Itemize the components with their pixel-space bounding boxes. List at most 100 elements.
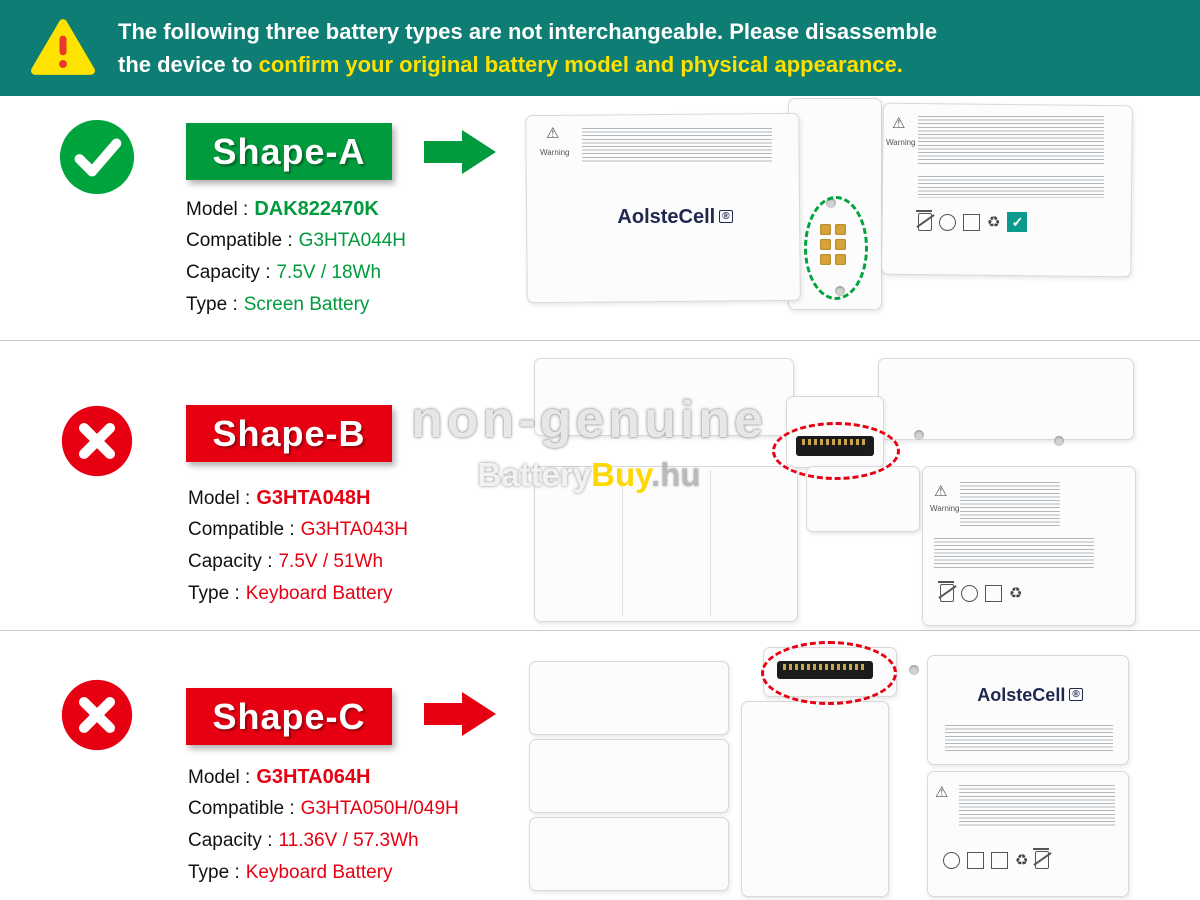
spec-compatible: Compatible :G3HTA043H (188, 519, 408, 543)
cert-square-icon (967, 851, 984, 869)
shape-a-specs: Model :DAK822470K Compatible :G3HTA044H … (186, 198, 406, 326)
connector-highlight-ellipse (761, 641, 897, 705)
spec-value: G3HTA064H (256, 766, 371, 788)
warning-label: Warning (930, 504, 960, 513)
spec-value: Screen Battery (243, 294, 370, 315)
banner-line1: The following three battery types are no… (118, 19, 938, 44)
spec-value: Keyboard Battery (245, 862, 393, 883)
shape-b-specs: Model :G3HTA048H Compatible :G3HTA043H C… (188, 487, 408, 615)
crossed-bin-icon (1033, 848, 1050, 869)
warning-label: Warning (886, 138, 916, 147)
spec-value: 11.36V / 57.3Wh (278, 830, 419, 851)
crossed-bin-icon (938, 581, 954, 602)
spec-label: Model : (186, 199, 249, 220)
spec-label: Compatible : (188, 519, 295, 540)
recycle-icon: ♻ (1009, 584, 1023, 602)
screw-hole (909, 665, 919, 675)
arrow-head (462, 130, 496, 174)
arrow-right-icon (424, 692, 498, 736)
battery-photo-shape-b: ⚠ Warning ♻ (530, 344, 1136, 628)
battery-top-right-cell (878, 358, 1134, 440)
spec-label: Model : (188, 488, 251, 509)
warning-banner: The following three battery types are no… (0, 0, 1200, 96)
spec-label: Type : (186, 294, 238, 315)
warning-triangle-icon: ⚠ (546, 125, 560, 142)
banner-line2-highlight: confirm your original battery model and … (258, 52, 903, 77)
spec-capacity: Capacity :7.5V / 51Wh (188, 551, 408, 575)
arrow-head (462, 692, 496, 736)
spec-value: G3HTA044H (298, 230, 407, 251)
spec-label: Type : (188, 862, 240, 883)
warning-triangle-icon: ⚠ (892, 115, 906, 132)
brand-name: AolsteCell (977, 685, 1066, 705)
spec-capacity: Capacity :11.36V / 57.3Wh (188, 830, 459, 854)
warning-label: Warning (540, 148, 570, 157)
warning-triangle-icon (30, 18, 96, 78)
spec-compatible: Compatible :G3HTA044H (186, 230, 406, 254)
spec-label: Capacity : (188, 551, 273, 572)
shape-c-label: Shape-C (186, 688, 392, 745)
brand-name: AolsteCell (617, 206, 716, 228)
spec-label: Type : (188, 583, 240, 604)
battery-brand-label: AolsteCell® (945, 685, 1115, 706)
registered-mark: ® (719, 210, 733, 223)
cross-circle-icon (60, 404, 134, 483)
certification-marks: ♻ ✓ (916, 210, 1028, 232)
section-divider (0, 340, 1200, 341)
registered-mark: ® (1069, 688, 1083, 701)
spec-value: G3HTA043H (300, 519, 409, 540)
spec-value: DAK822470K (254, 198, 379, 220)
spec-value: Keyboard Battery (245, 583, 393, 604)
battery-bottom-left-cell (534, 466, 798, 622)
check-glyph: ✓ (1011, 213, 1024, 230)
spec-label: Model : (188, 767, 251, 788)
spec-label: Compatible : (188, 798, 295, 819)
banner-line2-prefix: the device to (118, 52, 259, 77)
recycle-icon: ♻ (1015, 851, 1029, 869)
label-text-lines (918, 176, 1104, 198)
connector-highlight-ellipse (804, 196, 868, 300)
screw-hole (1054, 436, 1064, 446)
cert-square-icon (991, 851, 1008, 869)
cross-circle-icon (60, 678, 134, 757)
recycle-icon: ♻ (987, 213, 1001, 231)
cert-square-icon (963, 213, 980, 231)
battery-top-left-cell (534, 358, 794, 436)
spec-label: Compatible : (186, 230, 293, 251)
spec-type: Type :Screen Battery (186, 294, 406, 318)
cert-square-icon (985, 584, 1002, 602)
spec-value: G3HTA050H/049H (300, 798, 459, 819)
battery-middle-panel (741, 701, 889, 897)
spec-capacity: Capacity :7.5V / 18Wh (186, 262, 406, 286)
crossed-bin-icon (916, 210, 932, 231)
spec-label: Capacity : (186, 262, 271, 283)
battery-photo-shape-c: AolsteCell® ⚠ ♻ (525, 641, 1132, 898)
check-badge-icon: ✓ (1007, 212, 1028, 232)
certification-marks: ♻ (938, 581, 1023, 602)
spec-label: Capacity : (188, 830, 273, 851)
spec-compatible: Compatible :G3HTA050H/049H (188, 798, 459, 822)
warning-triangle-icon: ⚠ (934, 483, 948, 500)
label-text-lines (934, 538, 1094, 568)
arrow-right-icon (424, 130, 498, 174)
battery-stack-cell (529, 739, 729, 813)
spec-type: Type :Keyboard Battery (188, 583, 408, 607)
certification-marks: ♻ (943, 848, 1050, 869)
battery-stack-cell (529, 817, 729, 891)
spec-value: 7.5V / 51Wh (278, 551, 384, 572)
cert-circle-icon (939, 213, 956, 231)
spec-value: 7.5V / 18Wh (276, 262, 382, 283)
label-text-lines (582, 128, 772, 162)
cell-seam (622, 470, 623, 616)
battery-photo-shape-a: ⚠ Warning AolsteCell® ⚠ Warning ♻ ✓ (520, 98, 1133, 316)
arrow-shaft (424, 141, 464, 163)
label-text-lines (960, 482, 1060, 528)
shape-c-specs: Model :G3HTA064H Compatible :G3HTA050H/0… (188, 766, 459, 894)
connector-highlight-ellipse (772, 422, 900, 480)
label-text-lines (959, 785, 1115, 827)
spec-model: Model :DAK822470K (186, 198, 406, 222)
shape-b-label: Shape-B (186, 405, 392, 462)
spec-model: Model :G3HTA048H (188, 487, 408, 511)
section-divider (0, 630, 1200, 631)
